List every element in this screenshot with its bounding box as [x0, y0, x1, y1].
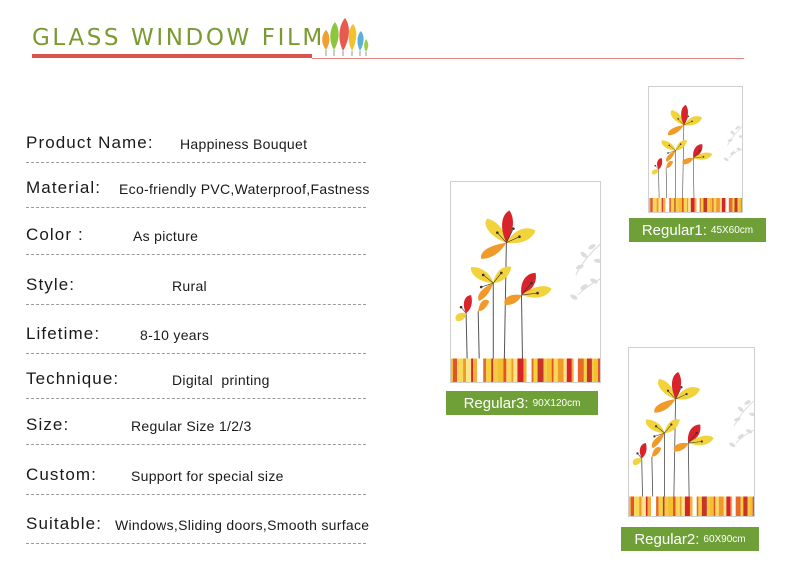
- spec-label: Product Name:: [26, 133, 154, 152]
- size-tag-regular2: Regular2: 60X90cm: [621, 527, 759, 551]
- spec-row-style: Style: Rural: [26, 273, 371, 305]
- spec-value: Support for special size: [131, 468, 284, 484]
- dashed-divider: [26, 543, 366, 544]
- dashed-divider: [26, 254, 366, 255]
- spec-row-custom: Custom: Support for special size: [26, 463, 371, 495]
- spec-label: Custom:: [26, 465, 97, 484]
- size-tag-regular3: Regular3: 90X120cm: [446, 391, 598, 415]
- spec-label: Material:: [26, 178, 102, 197]
- dashed-divider: [26, 444, 366, 445]
- spec-label: Color :: [26, 225, 84, 244]
- spec-row-technique: Technique: Digital printing: [26, 367, 371, 399]
- size-tag-regular1: Regular1: 45X60cm: [629, 218, 766, 242]
- spec-row-material: Material: Eco-friendly PVC,Waterproof,Fa…: [26, 176, 371, 208]
- dashed-divider: [26, 494, 366, 495]
- spec-label: Suitable:: [26, 514, 103, 533]
- spec-row-suitable: Suitable: Windows,Sliding doors,Smooth s…: [26, 512, 371, 544]
- product-image-regular2: [628, 347, 755, 517]
- spec-value: Rural: [172, 278, 207, 294]
- spec-label: Lifetime:: [26, 324, 101, 343]
- dashed-divider: [26, 353, 366, 354]
- product-image-regular1: [648, 86, 743, 213]
- page-title: GLASS WINDOW FILM: [32, 25, 325, 51]
- spec-value: 8-10 years: [140, 327, 210, 343]
- dashed-divider: [26, 207, 366, 208]
- header-divider: [312, 58, 744, 59]
- product-image-regular3: [450, 181, 601, 383]
- spec-value: Windows,Sliding doors,Smooth surface: [115, 517, 370, 533]
- spec-row-size: Size: Regular Size 1/2/3: [26, 413, 371, 445]
- spec-value: Regular Size 1/2/3: [131, 418, 252, 434]
- spec-row-lifetime: Lifetime: 8-10 years: [26, 322, 371, 354]
- header-accent-line: [32, 54, 312, 58]
- dashed-divider: [26, 162, 366, 163]
- spec-row-color: Color : As picture: [26, 223, 371, 255]
- spec-value: As picture: [133, 228, 199, 244]
- flower-illustration: [451, 210, 600, 382]
- spec-label: Technique:: [26, 369, 120, 388]
- spec-label: Style:: [26, 275, 76, 294]
- spec-label: Size:: [26, 415, 70, 434]
- spec-value: Eco-friendly PVC,Waterproof,Fastness: [119, 181, 370, 197]
- flower-illustration: [629, 372, 754, 516]
- spec-value: Happiness Bouquet: [180, 136, 308, 152]
- header: GLASS WINDOW FILM: [0, 0, 790, 70]
- dashed-divider: [26, 398, 366, 399]
- leaves-icon: [322, 18, 369, 56]
- flower-illustration: [649, 104, 742, 212]
- spec-row-product-name: Product Name: Happiness Bouquet: [26, 131, 371, 163]
- spec-value: Digital printing: [172, 372, 270, 388]
- dashed-divider: [26, 304, 366, 305]
